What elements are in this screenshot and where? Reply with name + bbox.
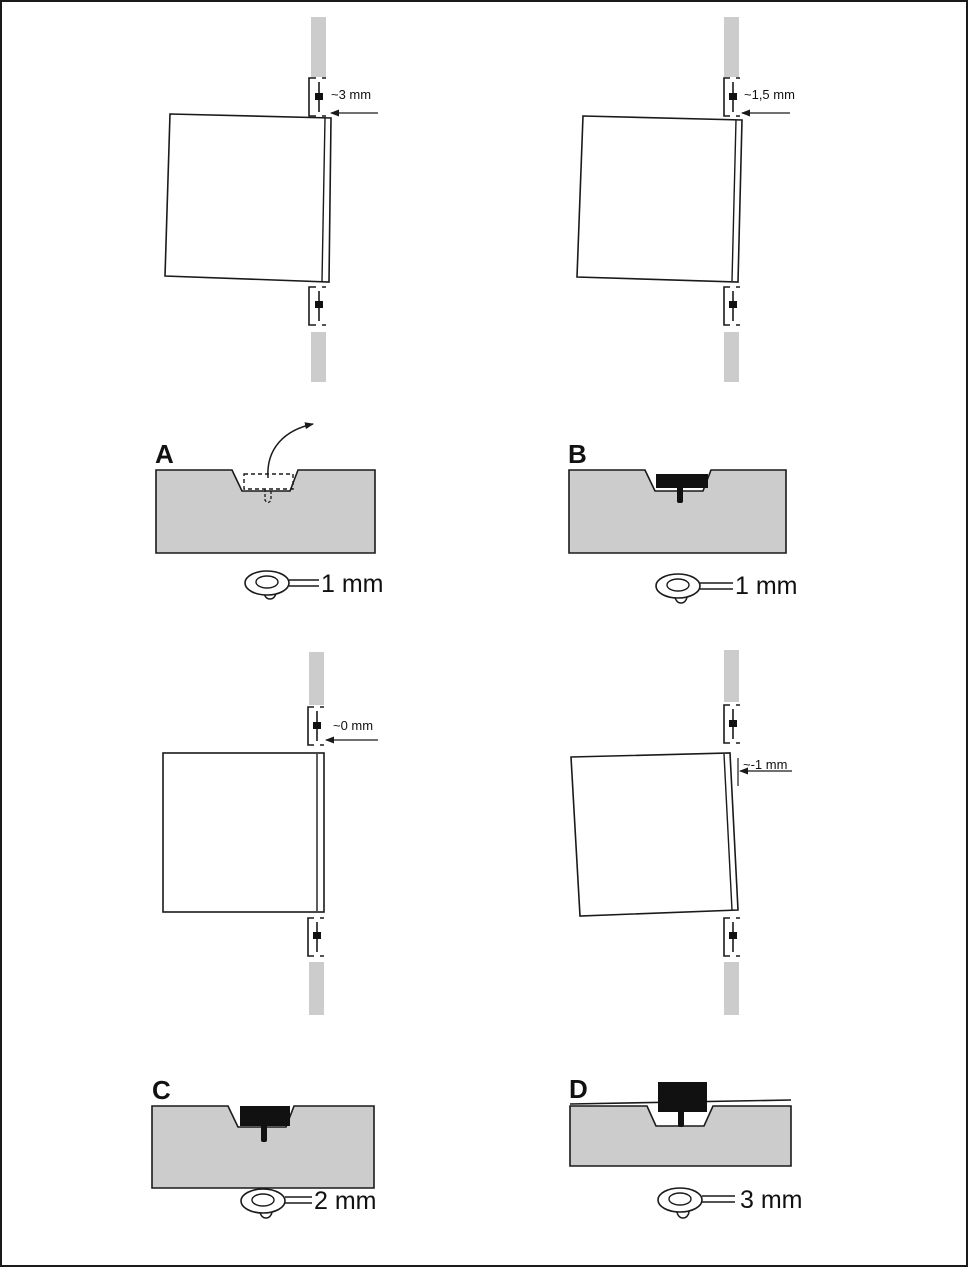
wall-strip-bottom xyxy=(309,962,324,1015)
spacer-icon xyxy=(655,573,733,604)
worktop-section xyxy=(151,1105,375,1189)
remove-arrow xyxy=(267,422,314,479)
gap-label: ~1,5 mm xyxy=(744,87,795,102)
spacer-icon xyxy=(240,1188,312,1219)
spacer-inserted xyxy=(658,1082,707,1112)
worktop-section xyxy=(155,469,376,554)
door-tilted xyxy=(164,113,332,283)
panel-letter: A xyxy=(155,439,174,469)
door-edge xyxy=(321,117,326,282)
hinge-top xyxy=(723,704,740,744)
wall-strip-bottom xyxy=(724,332,739,382)
panel-b: ~1,5 mm B 1 mm xyxy=(568,17,798,604)
spacer-pin xyxy=(678,1109,684,1127)
hinge-bottom xyxy=(723,917,740,957)
panel-d: ~-1 mm D 3 mm xyxy=(569,650,803,1219)
spacer-thickness-label: 2 mm xyxy=(314,1187,377,1215)
wall-strip-bottom xyxy=(724,962,739,1015)
door-tilted xyxy=(570,752,739,917)
panel-letter: C xyxy=(152,1075,171,1105)
wall-strip-top xyxy=(309,652,324,705)
panel-a: ~3 mm A 1 mm xyxy=(155,17,384,600)
panel-c: ~0 mm C 2 mm xyxy=(151,652,378,1219)
hinge-bottom xyxy=(307,917,324,957)
hinge-bottom xyxy=(723,286,740,326)
wall-strip-top xyxy=(311,17,326,77)
panel-letter: B xyxy=(568,439,587,469)
hinge-top xyxy=(723,77,740,117)
door-edge xyxy=(731,119,737,282)
spacer-thickness-label: 3 mm xyxy=(740,1186,803,1214)
hinge-top xyxy=(307,706,324,746)
spacer-pin xyxy=(261,1122,267,1142)
hinge-top xyxy=(308,77,326,117)
spacer-inserted xyxy=(656,474,708,488)
gap-label: ~0 mm xyxy=(333,718,373,733)
gap-label: ~-1 mm xyxy=(743,757,787,772)
spacer-pin xyxy=(677,486,683,503)
gap-label: ~3 mm xyxy=(331,87,371,102)
door-tilted xyxy=(576,115,743,283)
wall-strip-top xyxy=(724,17,739,77)
door-aligned xyxy=(162,752,325,913)
panel-letter: D xyxy=(569,1074,588,1104)
spacer-inserted xyxy=(240,1106,290,1126)
spacer-thickness-label: 1 mm xyxy=(735,572,798,600)
wall-strip-top xyxy=(724,650,739,702)
spacer-icon xyxy=(244,570,319,600)
spacer-pin-dashed xyxy=(264,489,272,504)
spacer-thickness-label: 1 mm xyxy=(321,570,384,598)
door-edge xyxy=(723,753,733,911)
wall-strip-bottom xyxy=(311,332,326,382)
worktop-section xyxy=(569,1105,792,1167)
worktop-section xyxy=(568,469,787,554)
spacer-icon xyxy=(657,1187,735,1219)
hinge-bottom xyxy=(308,286,326,326)
